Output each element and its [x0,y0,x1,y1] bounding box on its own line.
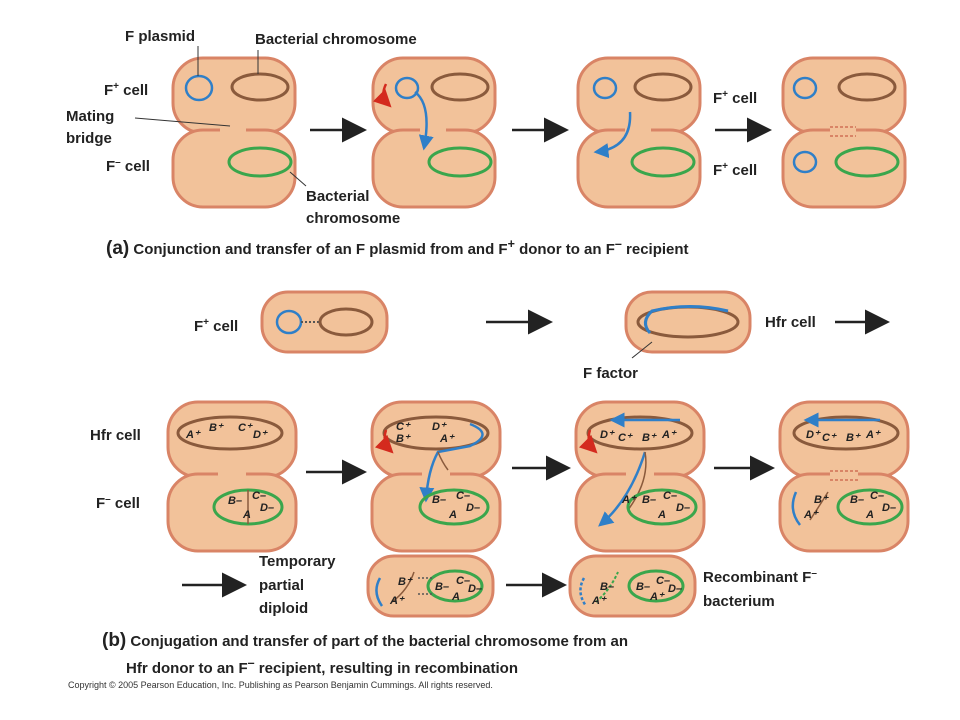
svg-text:C–: C– [663,490,677,502]
temporary-label: Temporary [259,553,336,570]
svg-text:A: A [242,509,251,521]
bacterial-label: Bacterial [306,188,370,205]
svg-text:D–: D– [668,583,682,595]
svg-text:A⁺: A⁺ [185,429,201,441]
svg-text:A: A [451,591,460,603]
f-plus-cell-label-right-top: F+ cell [713,89,758,108]
svg-text:C–: C– [656,575,670,587]
svg-text:C–: C– [456,490,470,502]
svg-text:B–: B– [600,581,614,593]
hfr-pair-4: D⁺ C⁺ B⁺ A⁺ B⁺ A⁺ B– C– D– A [778,400,910,553]
svg-text:B⁺: B⁺ [396,433,411,445]
svg-text:A⁺: A⁺ [661,429,677,441]
f-plasmid-label: F plasmid [125,28,196,45]
svg-text:A: A [657,509,666,521]
f-plus-single-cell [260,290,389,354]
svg-text:C–: C– [456,575,470,587]
recipient-chromosome-icon [227,146,293,178]
f-plus-cell-label-right-bottom: F+ cell [713,161,758,180]
copyright-text: Copyright © 2005 Pearson Education, Inc.… [68,680,493,690]
svg-text:A⁺: A⁺ [649,591,665,603]
mating-pair-1 [171,56,297,209]
svg-text:D–: D– [260,502,274,514]
svg-text:A⁺: A⁺ [439,433,455,445]
svg-text:C⁺: C⁺ [618,432,633,444]
svg-text:B⁺: B⁺ [814,494,829,506]
hfr-cell-label-top: Hfr cell [765,314,816,331]
svg-text:A: A [865,509,874,521]
f-plasmid-icon [184,74,214,102]
f-plus-cell-label: F+ cell [104,81,149,100]
svg-text:D–: D– [882,502,896,514]
svg-text:C–: C– [870,490,884,502]
hfr-pair-3: D⁺ C⁺ B⁺ A⁺ A⁺ B– C– D– A [574,400,706,553]
svg-text:B–: B– [642,494,656,506]
svg-text:A⁺: A⁺ [389,595,405,607]
svg-text:B⁺: B⁺ [846,432,861,444]
svg-text:C⁺: C⁺ [238,422,253,434]
svg-text:B–: B– [228,495,242,507]
svg-text:C⁺: C⁺ [396,421,411,433]
recombinant-label: Recombinant F– [703,568,817,587]
hfr-pair-2: C⁺ B⁺ D⁺ A⁺ B– C– D– A [370,400,502,553]
svg-text:A: A [448,509,457,521]
svg-text:D–: D– [468,583,482,595]
svg-text:D⁺: D⁺ [432,421,447,433]
donor-chromosome-icon [230,72,290,102]
recombinant-cell: B– A⁺ B– C– D– A⁺ [568,554,697,618]
svg-text:A⁺: A⁺ [865,429,881,441]
svg-text:B–: B– [850,494,864,506]
svg-text:A⁺: A⁺ [621,494,637,506]
mating-pair-3 [576,56,702,209]
partial-diploid-cell: B⁺ A⁺ B– C– D– A [366,554,495,618]
svg-text:A⁺: A⁺ [803,509,819,521]
svg-text:D–: D– [466,502,480,514]
svg-text:D⁺: D⁺ [600,429,615,441]
caption-b-line1: (b) Conjugation and transfer of part of … [102,630,628,651]
svg-text:C–: C– [252,490,266,502]
caption-b-line2: Hfr donor to an F– recipient, resulting … [126,656,518,677]
svg-text:B–: B– [432,494,446,506]
caption-a: (a) Conjunction and transfer of an F pla… [106,237,689,259]
svg-text:D⁺: D⁺ [253,429,268,441]
bacterium-label: bacterium [703,593,775,610]
svg-text:B⁺: B⁺ [398,576,413,588]
chromosome-label: chromosome [306,210,401,227]
mating-pair-2 [371,56,497,209]
mating-pair-4 [781,56,907,209]
partial-label: partial [259,577,305,594]
svg-text:D–: D– [676,502,690,514]
f-plus-cell-label-single: F+ cell [194,317,239,336]
f-minus-cell-label: F– cell [106,157,150,176]
f-factor-label: F factor [583,365,639,382]
mating-label: Mating [66,108,115,125]
diploid-label: diploid [259,600,309,617]
svg-text:B–: B– [435,581,449,593]
svg-text:B–: B– [636,581,650,593]
svg-text:C⁺: C⁺ [822,432,837,444]
svg-text:B⁺: B⁺ [642,432,657,444]
bridge-label: bridge [66,130,112,147]
svg-text:A⁺: A⁺ [591,595,607,607]
bacterial-chromosome-label: Bacterial chromosome [255,31,417,48]
svg-text:D⁺: D⁺ [806,429,821,441]
svg-text:B⁺: B⁺ [209,422,224,434]
hfr-single-cell [624,290,752,354]
hfr-cell-label: Hfr cell [90,427,141,444]
hfr-pair-1: A⁺ B⁺ C⁺ D⁺ B– C– D– A [166,400,298,553]
f-minus-cell-label-b: F– cell [96,494,140,513]
